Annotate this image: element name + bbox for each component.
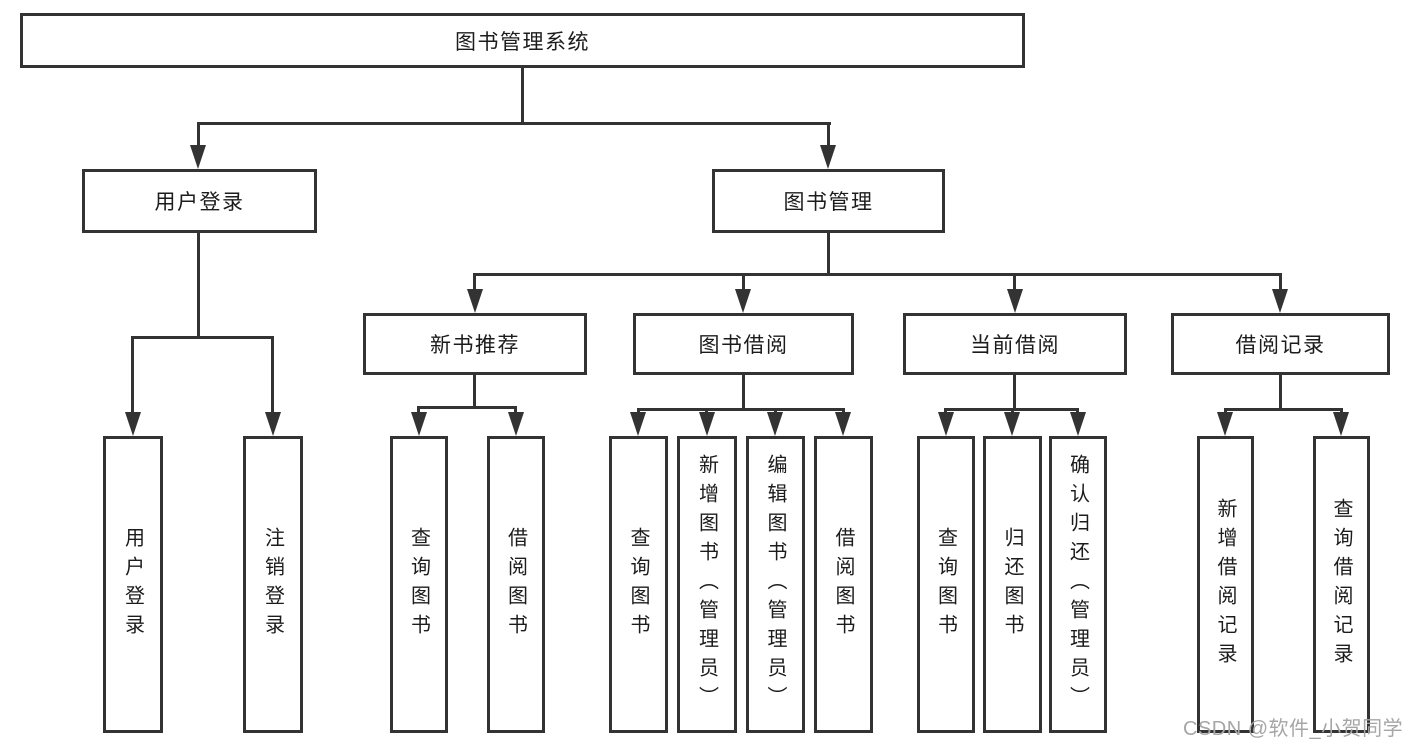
connector-drop (1340, 408, 1343, 415)
arrowhead-icon (125, 412, 141, 436)
leaf-add-borrow-record-label: 新增借阅记录 (1214, 497, 1236, 672)
leaf-edit-book-admin-label: 编辑图书（管理员） (764, 454, 786, 715)
leaf-user-login: 用户登录 (103, 436, 163, 733)
node-borrow-records: 借阅记录 (1171, 313, 1390, 375)
connector-drop (514, 406, 517, 415)
node-new-book-rec-label: 新书推荐 (430, 334, 520, 357)
connector-drop (1224, 408, 1227, 415)
node-user-login-label: 用户登录 (154, 191, 245, 214)
node-root: 图书管理系统 (20, 13, 1025, 68)
node-book-borrow: 图书借阅 (633, 313, 854, 375)
node-borrow-records-label: 借阅记录 (1235, 334, 1326, 357)
connector-drop-borrow-records (1279, 273, 1282, 291)
leaf-query-books-3-label: 查询图书 (934, 526, 957, 643)
connector-book-borrow-stem (742, 375, 745, 408)
node-book-mgmt-label: 图书管理 (783, 191, 874, 214)
leaf-edit-book-admin: 编辑图书（管理员） (746, 436, 805, 733)
leaf-logout-label: 注销登录 (261, 526, 284, 643)
arrowhead-icon (508, 412, 524, 436)
connector-user-login-hline (131, 336, 274, 339)
connector-drop (417, 406, 420, 415)
connector-new-book-rec-hline (417, 406, 517, 409)
connector-user-login-stem (197, 233, 200, 336)
arrowhead-icon (630, 412, 646, 436)
connector-drop (705, 408, 708, 415)
leaf-borrow-books-2-label: 借阅图书 (832, 526, 854, 643)
connector-drop-user-login (197, 122, 200, 148)
leaf-query-borrow-record: 查询借阅记录 (1313, 436, 1370, 733)
node-new-book-rec: 新书推荐 (363, 313, 587, 375)
connector-current-borrow-stem (1013, 375, 1016, 408)
leaf-query-borrow-record-label: 查询借阅记录 (1330, 497, 1352, 672)
connector-drop (637, 408, 640, 415)
connector-drop (1011, 408, 1014, 415)
arrowhead-icon (467, 289, 483, 313)
connector-drop-book-borrow (742, 273, 745, 291)
connector-drop-new-book-rec (473, 273, 476, 291)
arrowhead-icon (835, 412, 851, 436)
arrowhead-icon (1007, 289, 1023, 313)
connector-borrow-records-stem (1279, 375, 1282, 408)
connector-drop-leaf-logout (271, 336, 274, 414)
connector-drop (1076, 408, 1079, 415)
connector-drop (774, 408, 777, 415)
arrowhead-icon (699, 412, 715, 436)
leaf-query-books-1: 查询图书 (390, 436, 448, 733)
arrowhead-icon (411, 412, 427, 436)
leaf-confirm-return-admin-label: 确认归还（管理员） (1066, 454, 1089, 715)
node-user-login: 用户登录 (82, 169, 317, 233)
leaf-borrow-books-1: 借阅图书 (487, 436, 545, 733)
leaf-query-books-1-label: 查询图书 (407, 526, 430, 643)
connector-book-mgmt-hline (473, 273, 1281, 276)
connector-drop (944, 408, 947, 415)
leaf-borrow-books-2: 借阅图书 (814, 436, 873, 733)
arrowhead-icon (265, 412, 281, 436)
arrowhead-icon (190, 145, 206, 169)
connector-root-stem (521, 68, 524, 122)
leaf-query-books-2-label: 查询图书 (627, 526, 649, 643)
leaf-return-book-label: 归还图书 (1001, 526, 1023, 643)
leaf-query-books-2: 查询图书 (609, 436, 668, 733)
arrowhead-icon (820, 145, 836, 169)
leaf-confirm-return-admin: 确认归还（管理员） (1049, 436, 1107, 733)
arrowhead-icon (938, 412, 954, 436)
arrowhead-icon (1004, 412, 1020, 436)
node-book-mgmt: 图书管理 (712, 169, 945, 233)
watermark: CSDN @软件_小贺同学 (1183, 718, 1404, 740)
connector-root-hline (197, 122, 831, 125)
leaf-logout: 注销登录 (243, 436, 303, 733)
arrowhead-icon (767, 412, 783, 436)
leaf-return-book: 归还图书 (983, 436, 1042, 733)
node-root-label: 图书管理系统 (455, 30, 590, 54)
arrowhead-icon (1217, 412, 1233, 436)
connector-book-borrow-hline (637, 408, 845, 411)
leaf-query-books-3: 查询图书 (917, 436, 975, 733)
arrowhead-icon (1333, 412, 1349, 436)
arrowhead-icon (1272, 289, 1288, 313)
arrowhead-icon (735, 289, 751, 313)
connector-drop-book-mgmt (827, 122, 830, 148)
leaf-add-book-admin-label: 新增图书（管理员） (695, 454, 718, 715)
node-current-borrow-label: 当前借阅 (970, 334, 1060, 357)
arrowhead-icon (1070, 412, 1086, 436)
leaf-add-book-admin: 新增图书（管理员） (677, 436, 737, 733)
connector-borrow-records-hline (1224, 408, 1343, 411)
connector-book-mgmt-stem (827, 233, 830, 273)
connector-drop-current-borrow (1013, 273, 1016, 291)
connector-drop (842, 408, 845, 415)
leaf-borrow-books-1-label: 借阅图书 (504, 526, 527, 643)
node-current-borrow: 当前借阅 (903, 313, 1127, 375)
leaf-add-borrow-record: 新增借阅记录 (1197, 436, 1254, 733)
connector-drop-leaf-user-login (131, 336, 134, 414)
node-book-borrow-label: 图书借阅 (698, 334, 789, 357)
leaf-user-login-label: 用户登录 (121, 526, 144, 643)
connector-new-book-rec-stem (473, 375, 476, 406)
